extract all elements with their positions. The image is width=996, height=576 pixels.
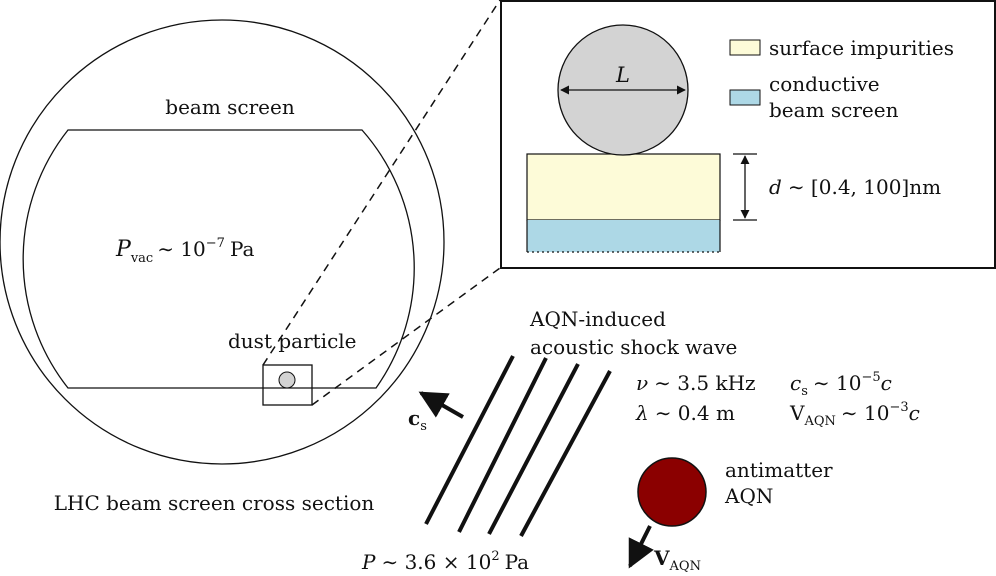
- aqn-velocity-symbol: V: [653, 546, 670, 570]
- sound-speed-unit: c: [881, 371, 892, 395]
- vacuum-pressure-symbol: P: [115, 237, 132, 262]
- wavelength-symbol: λ: [635, 401, 649, 425]
- impurity-layer: [526, 153, 721, 221]
- aqn: antimatter AQN VAQN: [628, 457, 839, 574]
- legend-label-screen: conductive beam screen: [769, 72, 899, 122]
- aqn-velocity-label: VAQN: [653, 546, 701, 574]
- sound-speed-sub: s: [801, 384, 808, 399]
- cross-section-caption: LHC beam screen cross section: [54, 491, 375, 515]
- beam-screen-label: beam screen: [165, 95, 295, 119]
- shock-wave-title: AQN-induced acoustic shock wave: [529, 307, 737, 359]
- legend-label-screen-line2: beam screen: [769, 98, 899, 122]
- zoom-inset: L d∼ [0.4, 100]nm surface impurities con…: [500, 0, 996, 269]
- vacuum-pressure-unit: Pa: [230, 237, 255, 261]
- aqn-speed-label: VAQN ∼ 10−3c: [789, 400, 920, 429]
- aqn-speed-unit: c: [909, 401, 920, 425]
- shock-pressure-unit: Pa: [505, 550, 530, 574]
- vacuum-pressure-sub: vac: [130, 251, 153, 266]
- sound-speed-label: cs∼ 10−5c: [790, 370, 892, 399]
- sound-speed-relation: ∼ 10: [813, 371, 862, 395]
- vacuum-pressure-exponent: −7: [206, 236, 225, 251]
- legend-swatch-impurities: [729, 39, 761, 56]
- wavefront-1: [424, 355, 515, 525]
- frequency-value: ∼ 3.5 kHz: [654, 371, 755, 395]
- legend-swatch-screen: [729, 89, 761, 106]
- legend-label-screen-line1: conductive: [769, 72, 880, 96]
- zoom-line-bottom: [311, 267, 501, 406]
- beam-screen-outline: [22, 129, 415, 389]
- aqn-speed-sub: AQN: [803, 414, 835, 429]
- conductive-screen-layer: [527, 220, 720, 252]
- aqn-sphere: [637, 457, 707, 527]
- thickness-range: ∼ [0.4, 100]nm: [788, 175, 941, 199]
- aqn-velocity-sub: AQN: [669, 559, 701, 574]
- dust-particle-small: [278, 371, 296, 389]
- legend-label-impurities: surface impurities: [769, 36, 954, 60]
- cross-section: beam screen Pvac ∼ 10−7 Pa dust particle L…: [0, 19, 445, 515]
- aqn-speed-relation: ∼ 10: [841, 401, 890, 425]
- beam-pipe-outer-circle: [0, 19, 445, 465]
- zoom-line-top: [262, 0, 501, 366]
- dust-particle-label: dust particle: [228, 329, 357, 353]
- shock-pressure-label: P∼ 3.6 × 102 Pa: [361, 549, 529, 574]
- sound-speed-exponent: −5: [861, 370, 880, 385]
- wavefront-3: [487, 363, 580, 535]
- sound-velocity-sub: s: [420, 419, 427, 434]
- sound-velocity-symbol: c: [408, 406, 420, 430]
- shock-pressure-value: ∼ 3.6 × 10: [381, 550, 491, 574]
- aqn-speed-symbol: V: [789, 401, 805, 425]
- sound-speed-symbol: c: [790, 371, 801, 395]
- conductive-screen-outline: [526, 220, 721, 252]
- wavelength-value: ∼ 0.4 m: [655, 401, 735, 425]
- wavefront-2: [457, 357, 548, 533]
- sound-velocity-arrow: [418, 391, 464, 419]
- thickness-label: d∼ [0.4, 100]nm: [769, 175, 941, 199]
- aqn-label: antimatter AQN: [724, 458, 839, 508]
- dust-zoom-box: [262, 364, 313, 406]
- wavelength-label: λ∼ 0.4 m: [635, 401, 735, 425]
- shock-wave: cs AQN-induced acoustic shock wave ν∼ 3.…: [361, 307, 920, 574]
- sound-velocity-label: cs: [408, 406, 427, 434]
- aqn-velocity-arrow: [628, 525, 654, 569]
- frequency-label: ν∼ 3.5 kHz: [636, 371, 756, 395]
- particle-size-label: L: [615, 63, 630, 87]
- wavefront-4: [519, 370, 612, 537]
- aqn-label-line2: AQN: [724, 484, 773, 508]
- shock-wave-title-line2: acoustic shock wave: [530, 335, 737, 359]
- aqn-speed-exponent: −3: [889, 400, 908, 415]
- shock-pressure-exponent: 2: [491, 549, 499, 564]
- frequency-symbol: ν: [636, 371, 648, 395]
- vacuum-pressure-relation: ∼ 10: [157, 237, 206, 261]
- shock-pressure-symbol: P: [361, 550, 376, 574]
- aqn-label-line1: antimatter: [725, 458, 833, 482]
- vacuum-pressure-label: Pvac ∼ 10−7 Pa: [115, 236, 255, 266]
- thickness-symbol: d: [769, 175, 782, 199]
- shock-wave-title-line1: AQN-induced: [529, 307, 666, 331]
